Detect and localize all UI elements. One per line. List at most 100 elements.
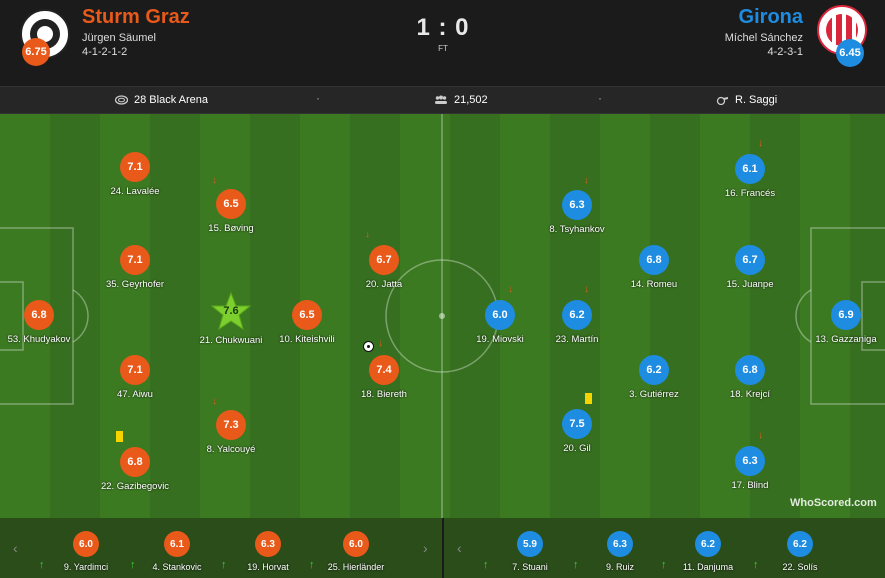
player-card[interactable]: 6.2 3. Gutiérrez [594, 355, 714, 400]
player-name: 15. Bøving [208, 223, 254, 234]
player-name: 8. Tsyhankov [549, 224, 605, 235]
chevron-right-icon[interactable]: › [423, 540, 428, 556]
pitch-markings [0, 114, 885, 518]
player-name: 21. Chukwuani [199, 335, 263, 346]
away-formation: 4-2-3-1 [767, 46, 803, 58]
man-of-the-match-star: 7.6 [211, 292, 251, 332]
player-rating: 7.4 [369, 355, 399, 385]
player-rating: 6.3 [255, 531, 281, 557]
player-rating: 6.5 [216, 189, 246, 219]
player-name: 13. Gazzaniga [815, 334, 877, 345]
substitution-off-arrow: ↓ [584, 175, 589, 186]
substitute-card[interactable]: 6.0 ↑ 25. Hierländer [309, 531, 401, 572]
whistle-icon [716, 96, 728, 105]
player-name: 9. Ruiz [605, 562, 634, 572]
player-rating: 6.0 [73, 531, 99, 557]
player-card[interactable]: 6.5 15. Bøving [171, 189, 291, 234]
player-card[interactable]: 6.7 15. Juanpe [690, 245, 810, 290]
player-rating: 7.3 [216, 410, 246, 440]
player-card[interactable]: 7.1 47. Aiwu [75, 355, 195, 400]
player-name: 18. Biereth [361, 389, 407, 400]
player-name: 15. Juanpe [726, 279, 774, 290]
player-rating: 6.3 [607, 531, 633, 557]
substitute-card[interactable]: 6.3 ↑ 9. Ruiz [573, 531, 665, 572]
ball-icon [363, 341, 374, 352]
home-formation: 4-1-2-1-2 [82, 46, 128, 58]
substitute-card[interactable]: 6.2 ↑ 22. Solís [753, 531, 845, 572]
player-name: 11. Danjuma [682, 562, 734, 572]
player-card[interactable]: 7.1 24. Lavalée [75, 152, 195, 197]
player-rating: 6.3 [562, 190, 592, 220]
substitution-off-arrow: ↓ [758, 138, 763, 149]
player-rating: 6.2 [562, 300, 592, 330]
substitution-off-arrow: ↓ [212, 175, 217, 186]
chevron-left-icon[interactable]: ‹ [13, 540, 18, 556]
substitute-card[interactable]: 6.2 ↑ 11. Danjuma [661, 531, 753, 572]
player-card[interactable]: 7.4 18. Biereth [324, 355, 444, 400]
match-score: 1 : 0 [416, 14, 470, 41]
substitute-card[interactable]: 6.3 ↑ 19. Horvat [221, 531, 313, 572]
venue-info: 28 Black Arena [115, 94, 208, 106]
yellow-card-icon [116, 431, 123, 442]
player-rating: 6.0 [485, 300, 515, 330]
player-name: 22. Solís [782, 562, 818, 572]
home-team-rating: 6.75 [22, 38, 50, 66]
substitution-off-arrow: ↓ [758, 430, 763, 441]
player-rating: 7.6 [223, 305, 239, 317]
player-name: 24. Lavalée [110, 186, 160, 197]
player-name: 10. Kiteishvili [279, 334, 335, 345]
player-card[interactable]: 7.3 8. Yalcouyé [171, 410, 291, 455]
substitution-off-arrow: ↓ [365, 229, 370, 240]
player-card[interactable]: 7.1 35. Geyrhofer [75, 245, 195, 290]
player-rating: 6.8 [735, 355, 765, 385]
player-rating: 6.5 [292, 300, 322, 330]
player-card[interactable]: 7.6 21. Chukwuani [171, 292, 291, 346]
player-card[interactable]: 6.5 10. Kiteishvili [247, 300, 367, 345]
player-card[interactable]: 6.2 23. Martín [517, 300, 637, 345]
away-team-name[interactable]: Girona [738, 6, 803, 28]
referee-info: R. Saggi [716, 94, 777, 106]
player-rating: 7.5 [562, 409, 592, 439]
stadium-icon [115, 95, 128, 105]
crowd-icon [435, 95, 447, 104]
substitute-card[interactable]: 6.1 ↑ 4. Stankovic [130, 531, 222, 572]
player-name: 20. Gil [563, 443, 591, 454]
whoscored-watermark: WhoScored.com [790, 497, 877, 509]
substitute-card[interactable]: 6.0 ↑ 9. Yardimci [39, 531, 131, 572]
player-card[interactable]: 6.8 22. Gazibegovic [75, 447, 195, 492]
substitution-on-arrow: ↑ [221, 559, 227, 571]
away-team-rating: 6.45 [836, 39, 864, 67]
player-card[interactable]: 6.9 13. Gazzaniga [786, 300, 885, 345]
player-rating: 7.1 [120, 245, 150, 275]
substitution-off-arrow: ↓ [508, 284, 513, 295]
home-team-name[interactable]: Sturm Graz [82, 6, 190, 28]
player-rating: 6.1 [735, 154, 765, 184]
player-name: 3. Gutiérrez [629, 389, 679, 400]
substitution-on-arrow: ↑ [753, 559, 759, 571]
player-card[interactable]: 6.3 8. Tsyhankov [517, 190, 637, 235]
player-name: 47. Aiwu [117, 389, 153, 400]
venue-name: 28 Black Arena [134, 94, 208, 106]
player-card[interactable]: 6.0 19. Miovski [440, 300, 560, 345]
yellow-card-icon [585, 393, 592, 404]
player-rating: 5.9 [517, 531, 543, 557]
player-card[interactable]: 6.7 20. Jatta [324, 245, 444, 290]
player-card[interactable]: 6.8 18. Krejcí [690, 355, 810, 400]
player-rating: 6.8 [120, 447, 150, 477]
player-card[interactable]: 6.8 14. Romeu [594, 245, 714, 290]
chevron-left-icon[interactable]: ‹ [457, 540, 462, 556]
player-name: 7. Stuani [512, 562, 548, 572]
player-card[interactable]: 6.8 53. Khudyakov [0, 300, 99, 345]
substitution-off-arrow: ↓ [378, 338, 383, 349]
player-rating: 7.1 [120, 152, 150, 182]
substitution-on-arrow: ↑ [39, 559, 45, 571]
player-name: 17. Blind [731, 480, 769, 491]
player-card[interactable]: 6.3 17. Blind [690, 446, 810, 491]
player-name: 19. Miovski [476, 334, 524, 345]
player-name: 20. Jatta [365, 279, 403, 290]
player-name: 18. Krejcí [729, 389, 771, 400]
attendance-value: 21,502 [454, 94, 488, 106]
substitute-card[interactable]: 5.9 ↑ 7. Stuani [483, 531, 575, 572]
player-card[interactable]: 7.5 20. Gil [517, 409, 637, 454]
player-card[interactable]: 6.1 16. Francés [690, 154, 810, 199]
